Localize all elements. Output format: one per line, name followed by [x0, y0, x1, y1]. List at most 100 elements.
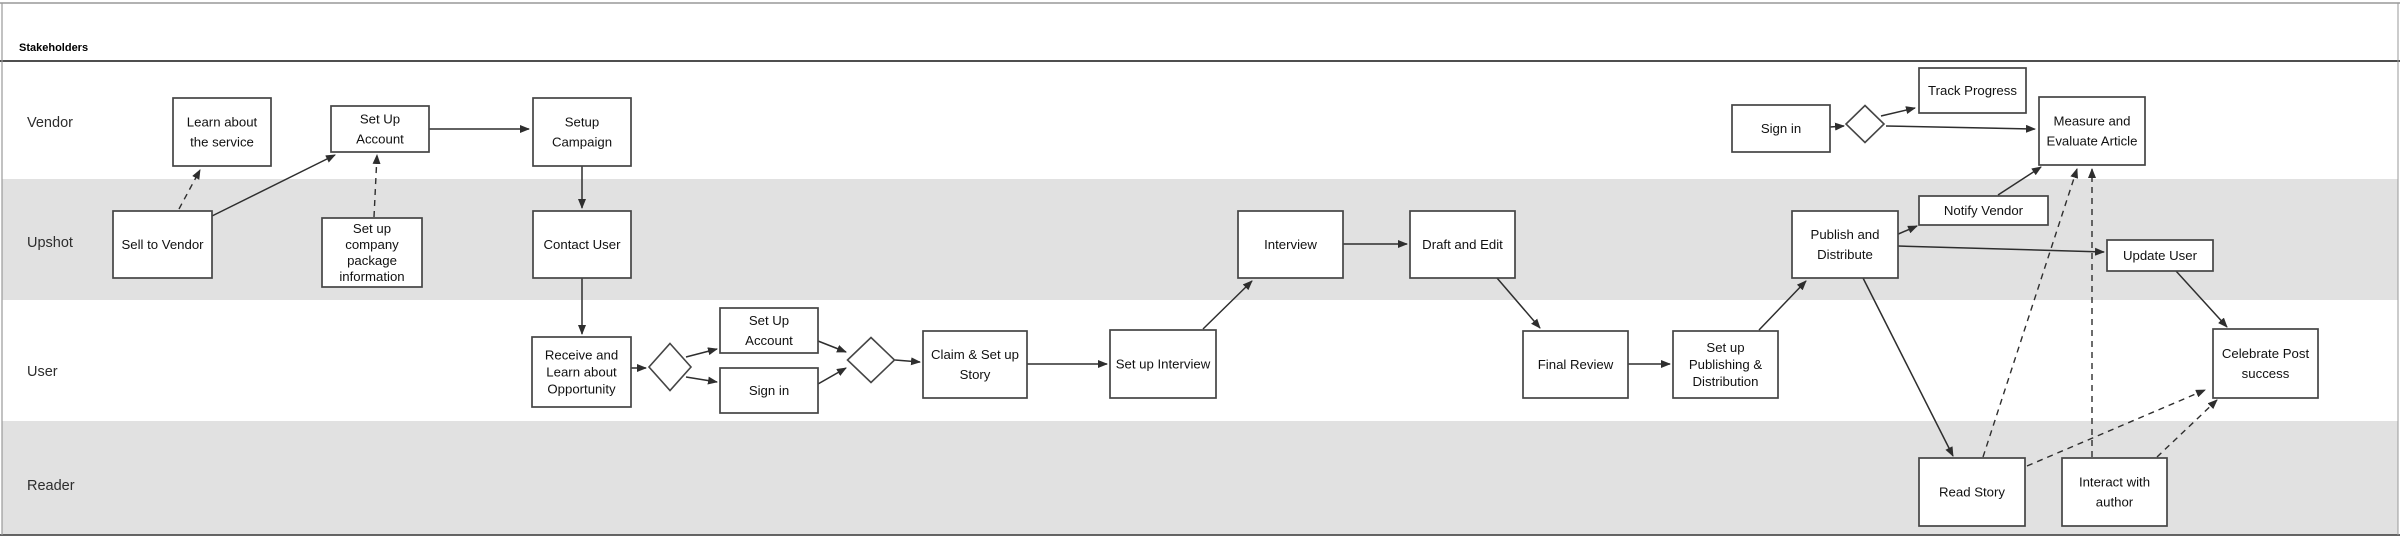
node-label-line: Contact User [544, 237, 622, 252]
node-label-line: Publishing & [1689, 357, 1763, 372]
process-box [1409, 210, 1516, 279]
node-label-line: Interview [1264, 237, 1317, 252]
node-label-line: Receive and [545, 348, 618, 363]
node-label-line: Celebrate Post [2222, 346, 2310, 361]
edge-decision-user-2--claim-and-set-up-story [894, 357, 921, 366]
edge-draft-and-edit--final-review [1496, 277, 1541, 329]
process-box [2212, 328, 2319, 399]
lane-label-vendor: Vendor [27, 115, 73, 131]
process-box [1672, 330, 1779, 399]
process-box [2106, 239, 2214, 272]
decision-diamond [1844, 104, 1886, 144]
node-label: Set up Interview [1116, 357, 1211, 372]
node-label: Sell to Vendor [121, 237, 204, 252]
process-box [1731, 104, 1831, 153]
node-decision-user-2 [846, 336, 896, 384]
node-label-line: Track Progress [1928, 83, 2017, 98]
node-label-line: Opportunity [547, 382, 616, 397]
edge-decision-vendor--track-progress [1880, 106, 1916, 117]
edge-sign-in-user--decision-user-2 [817, 367, 847, 385]
edge-set-up-publishing-and-distribution--publish-and-distribute [1758, 280, 1807, 331]
node-label-line: Publish and [1811, 227, 1880, 242]
node-label-line: Account [745, 333, 793, 348]
node-label-line: Account [356, 132, 404, 147]
edge-publish-and-distribute--notify-vendor [1895, 225, 1918, 236]
node-label-line: Sell to Vendor [121, 237, 204, 252]
node-label-line: Set up Interview [1116, 357, 1211, 372]
node-label-line: Set Up [749, 313, 789, 328]
node-label-line: author [2096, 495, 2134, 510]
node-label: Read Story [1939, 485, 2005, 500]
node-label-line: Notify Vendor [1944, 203, 2024, 218]
node-final-review: Final Review [1522, 330, 1629, 399]
node-label-line: Final Review [1538, 357, 1614, 372]
node-label-line: Update User [2123, 248, 2198, 263]
edge-set-up-account-user--decision-user-2 [817, 340, 847, 353]
process-box [1918, 457, 2026, 527]
lane-label-user: User [27, 364, 58, 380]
node-label-line: company [345, 237, 399, 252]
process-box [330, 105, 430, 153]
node-label-line: Learn about [187, 115, 258, 130]
node-label-line: Draft and Edit [1422, 237, 1503, 252]
process-box [1918, 67, 2027, 114]
node-label: Contact User [544, 237, 622, 252]
edge-sign-in-vendor--decision-vendor [1829, 122, 1845, 131]
decision-diamond [647, 342, 693, 392]
node-decision-user-1 [647, 342, 693, 392]
edge-update-user--celebrate-post-success [2175, 270, 2228, 328]
process-box [112, 210, 213, 279]
process-box [1918, 195, 2049, 226]
node-label: Sign in [749, 383, 789, 398]
edge-decision-user-1--set-up-account-user [685, 347, 718, 358]
process-box [172, 97, 272, 167]
diagram-title: Stakeholders [19, 42, 88, 54]
process-box [1522, 330, 1629, 399]
node-label-line: Story [960, 367, 991, 382]
edge-publish-and-distribute--update-user [1897, 245, 2105, 256]
node-label-line: Setup [565, 115, 599, 130]
process-box [2061, 457, 2168, 527]
node-learn-about-the-service: Learn about the service [172, 97, 272, 167]
node-sell-to-vendor: Sell to Vendor [112, 210, 213, 279]
node-label: Final Review [1538, 357, 1614, 372]
node-sign-in-vendor: Sign in [1731, 104, 1831, 153]
node-label-line: package [347, 253, 397, 268]
process-box [1237, 210, 1344, 279]
process-box [719, 367, 819, 414]
node-label-line: Distribution [1693, 374, 1759, 389]
edge-sell-to-vendor--learn-about-the-service [178, 169, 201, 210]
edge-set-up-interview--interview [1202, 280, 1253, 330]
node-draft-and-edit: Draft and Edit [1409, 210, 1516, 279]
node-sign-in-user: Sign in [719, 367, 819, 414]
node-label: Track Progress [1928, 83, 2017, 98]
process-box [532, 97, 632, 167]
node-label: Set Up Account [745, 313, 793, 348]
node-label: Update User [2123, 248, 2198, 263]
process-box [531, 336, 632, 408]
node-set-up-interview: Set up Interview [1109, 329, 1217, 399]
process-box [321, 217, 423, 288]
node-label-line: the service [190, 135, 254, 150]
edge-notify-vendor--measure-and-evaluate-article [1997, 166, 2042, 196]
edge-decision-user-1--sign-in-user [685, 376, 718, 385]
node-label-line: information [339, 269, 404, 284]
node-label-line: Read Story [1939, 485, 2005, 500]
node-label-line: Evaluate Article [2047, 134, 2138, 149]
node-update-user: Update User [2106, 239, 2214, 272]
